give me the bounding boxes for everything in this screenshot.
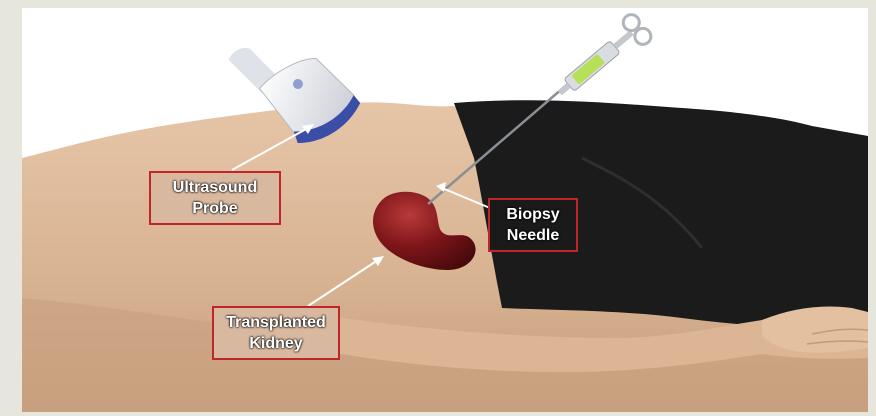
label-transplanted-kidney: Transplanted Kidney bbox=[212, 306, 340, 360]
label-probe-line1: Ultrasound bbox=[173, 177, 257, 198]
illustration-frame: Ultrasound Probe Biopsy Needle Transplan… bbox=[22, 8, 868, 412]
label-biopsy-needle: Biopsy Needle bbox=[488, 198, 578, 252]
syringe bbox=[550, 11, 655, 106]
label-kidney-line1: Transplanted bbox=[226, 312, 326, 333]
label-probe-line2: Probe bbox=[192, 198, 237, 219]
label-needle-line1: Biopsy bbox=[506, 204, 559, 225]
label-ultrasound-probe: Ultrasound Probe bbox=[149, 171, 281, 225]
label-needle-line2: Needle bbox=[507, 225, 559, 246]
label-kidney-line2: Kidney bbox=[249, 333, 302, 354]
